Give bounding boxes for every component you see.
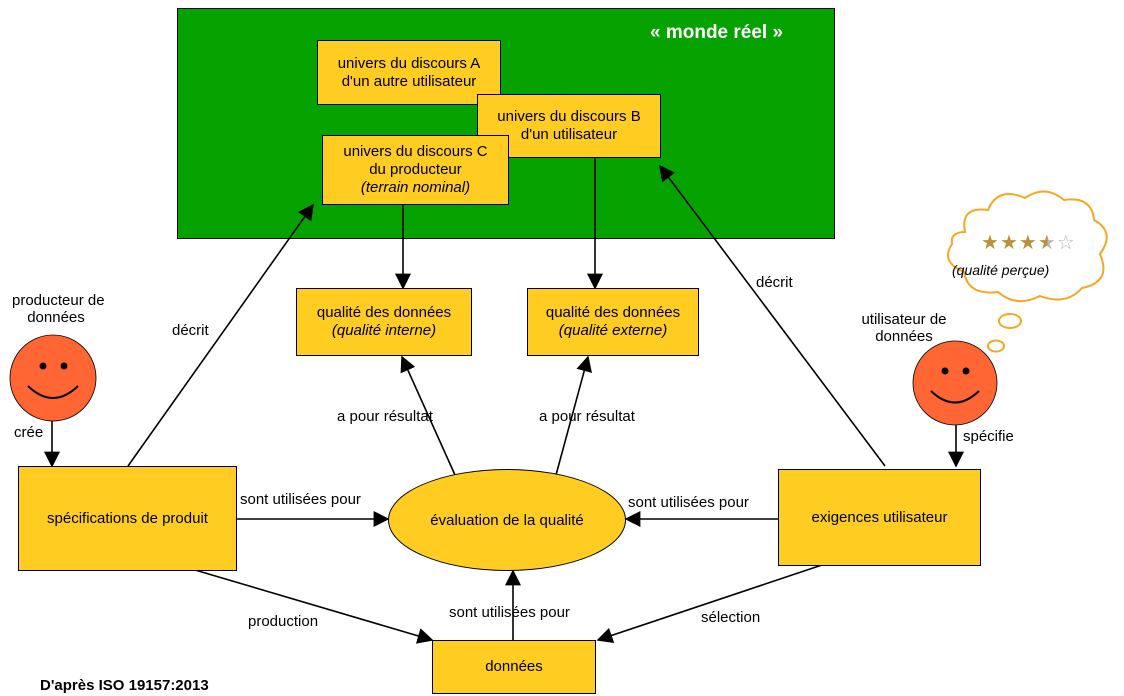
arrow-spec-decrit bbox=[127, 203, 314, 467]
qualite-externe-line1: qualité des données bbox=[545, 304, 681, 321]
specifications-produit-box: spécifications de produit bbox=[18, 466, 237, 571]
producteur-line1: producteur de bbox=[12, 292, 105, 309]
edge-label-production: production bbox=[248, 613, 319, 630]
exigences-utilisateur-box: exigences utilisateur bbox=[778, 469, 981, 566]
producteur-line2: données bbox=[27, 309, 85, 326]
donnees-label: données bbox=[485, 658, 543, 675]
qualite-interne-line2: (qualité interne) bbox=[331, 322, 437, 339]
arrow-exigences-decrit bbox=[659, 164, 886, 467]
edge-label-utilisees-right: sont utilisées pour bbox=[628, 494, 749, 511]
producteur-label: producteur de données bbox=[12, 292, 105, 326]
rating-stars: ★★★★☆ bbox=[981, 230, 1076, 255]
star-icon: ☆ bbox=[1056, 232, 1076, 254]
qualite-externe-line2: (qualité externe) bbox=[558, 322, 668, 339]
source-note: D'après ISO 19157:2013 bbox=[40, 677, 209, 694]
arrow-eval-to-interne bbox=[400, 355, 456, 476]
edge-label-utilisees-left: sont utilisées pour bbox=[240, 491, 361, 508]
qualite-percue-label: (qualité perçue) bbox=[952, 262, 1050, 278]
arrow-eval-to-externe bbox=[555, 355, 592, 476]
thought-cloud-icon bbox=[947, 190, 1108, 353]
star-icon: ★ bbox=[999, 232, 1019, 254]
univers-c-line1: univers du discours C bbox=[343, 143, 488, 160]
univers-c-line3: (terrain nominal) bbox=[360, 179, 471, 196]
specifications-label: spécifications de produit bbox=[47, 509, 208, 527]
edge-label-cree: crée bbox=[14, 424, 44, 441]
qualite-externe-box: qualité des données (qualité externe) bbox=[527, 288, 699, 356]
star-icon: ★ bbox=[981, 232, 1000, 254]
edge-label-decrit-left: décrit bbox=[172, 322, 209, 339]
utilisateur-line2: données bbox=[875, 328, 933, 345]
univers-b-line1: univers du discours B bbox=[497, 108, 641, 125]
producteur-face-icon bbox=[9, 334, 97, 422]
utilisateur-line1: utilisateur de bbox=[861, 311, 947, 328]
evaluation-label: évaluation de la qualité bbox=[430, 511, 584, 529]
donnees-box: données bbox=[432, 640, 596, 694]
exigences-label: exigences utilisateur bbox=[811, 508, 948, 526]
arrow-spec-to-donnees bbox=[194, 569, 434, 644]
edge-label-specifie: spécifie bbox=[963, 428, 1014, 445]
qualite-interne-box: qualité des données (qualité interne) bbox=[296, 288, 472, 356]
edge-label-resultat-left: a pour résultat bbox=[337, 408, 433, 425]
utilisateur-face-icon bbox=[912, 340, 998, 426]
univers-discours-c: univers du discours C du producteur (ter… bbox=[322, 135, 509, 205]
edge-label-selection: sélection bbox=[701, 609, 761, 626]
edge-label-resultat-right: a pour résultat bbox=[539, 408, 635, 425]
evaluation-qualite-ellipse: évaluation de la qualité bbox=[388, 469, 626, 571]
star-icon: ★ bbox=[1037, 232, 1057, 254]
univers-b-line2: d'un utilisateur bbox=[520, 126, 618, 143]
univers-c-line2: du producteur bbox=[369, 161, 462, 178]
qualite-interne-line1: qualité des données bbox=[316, 304, 452, 321]
utilisateur-label: utilisateur de données bbox=[852, 311, 956, 345]
edge-label-decrit-right: décrit bbox=[756, 274, 793, 291]
univers-discours-a: univers du discours A d'un autre utilisa… bbox=[317, 40, 501, 105]
star-icon: ★ bbox=[1018, 232, 1038, 254]
univers-a-line2: d'un autre utilisateur bbox=[341, 72, 477, 90]
monde-reel-label: « monde réel » bbox=[650, 22, 784, 43]
arrow-exigences-to-donnees bbox=[596, 564, 823, 644]
univers-a-line1: univers du discours A bbox=[337, 54, 481, 72]
edge-label-utilisees-bottom: sont utilisées pour bbox=[449, 604, 570, 621]
